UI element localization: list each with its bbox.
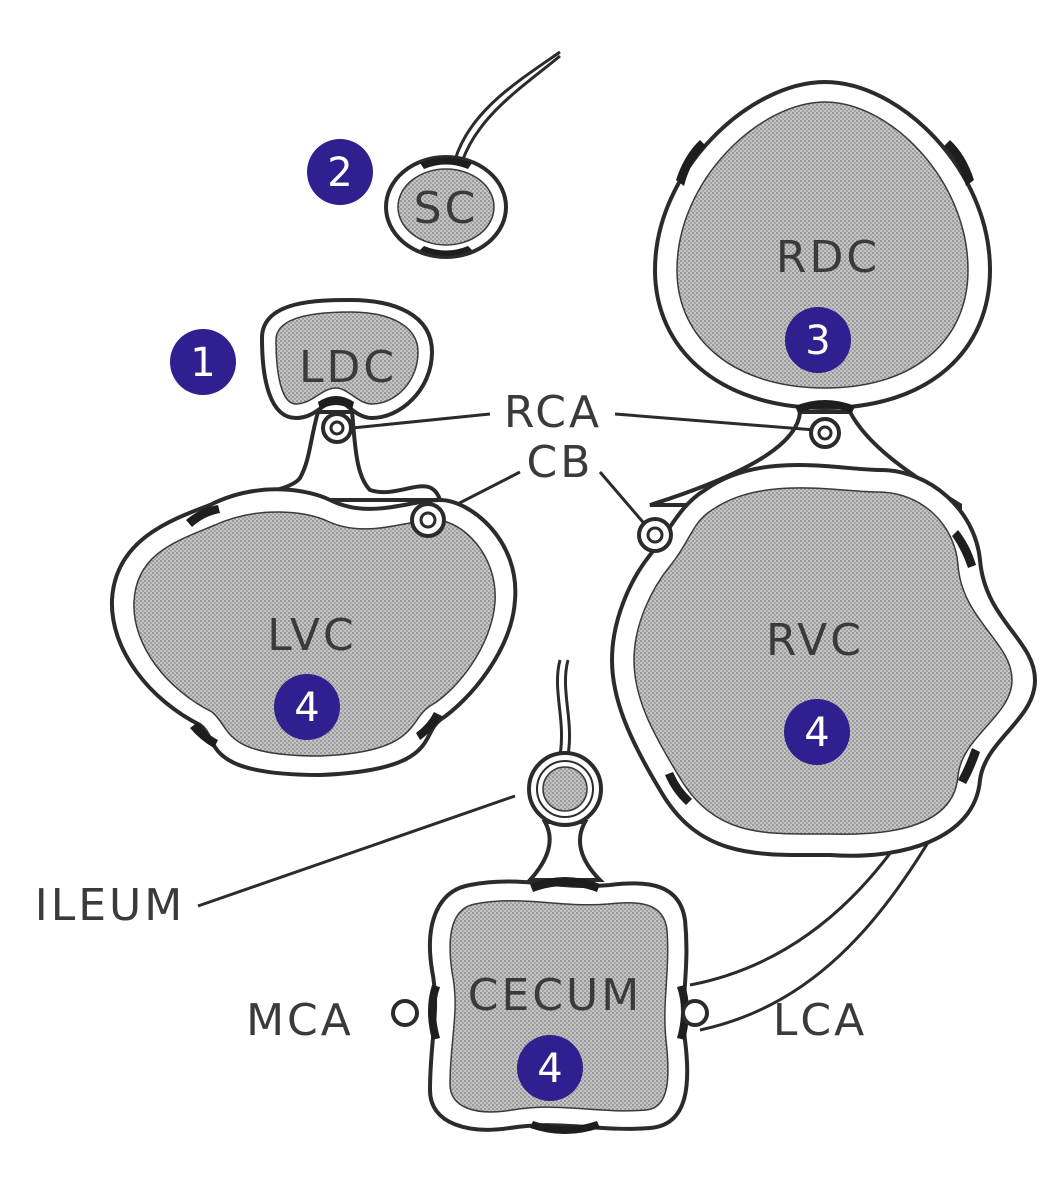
cecum-lumen [449,900,669,1113]
ileum-label: ILEUM [35,880,185,931]
cecum-taenia-left [428,985,440,1040]
rdc-label: RDC [776,232,880,283]
cecum-label: CECUM [468,970,642,1021]
sc-taenia-bottom [420,246,472,256]
cb-leader-right [598,471,650,529]
ldc-label: LDC [299,342,397,393]
sc-badge: 2 [307,139,373,205]
svg-text:4: 4 [537,1046,562,1092]
cb-vessel-right [637,517,673,553]
lvc-lumen [133,511,496,757]
rdc-taenia-bottom [795,400,855,413]
rvc-section: RVC [609,463,1038,858]
ileum-tail-2 [564,659,572,756]
mca-label: MCA [246,995,354,1046]
rvc-label: RVC [766,615,864,666]
rdc-section: RDC [652,79,993,413]
lvc-taenia-3 [416,712,442,740]
ileum-tail [556,659,564,756]
lvc-taenia-1 [186,505,220,527]
lvc-taenia-2 [190,722,218,748]
rvc-taenia-3 [958,748,980,784]
ileum-section [527,751,603,827]
cecum-taenia-bottom [530,1121,600,1134]
ldc-taenia [318,396,354,410]
svg-text:4: 4 [294,685,319,731]
sc-taenia-top [420,157,472,169]
rca-leader-left [351,412,491,430]
rvc-taenia-2 [665,772,692,805]
ldc-lumen [275,311,419,405]
cb-vessel-left [410,502,446,538]
rca-vessel-left [321,412,353,444]
lvc-badge: 4 [274,674,340,740]
lvc-label: LVC [267,610,357,661]
ldc-lvc-mesentery [229,410,443,502]
ileum-lumen [542,766,588,812]
cb-label: CB [527,437,594,488]
cecum-badge: 4 [517,1035,583,1101]
rdc-taenia-right [944,140,974,186]
rca-vessel-right [809,417,841,449]
rca-leader-right [614,412,816,432]
sc-label: SC [414,183,479,234]
rvc-taenia-1 [952,530,976,568]
ileum-cecum-stalk [525,820,605,882]
ileum-leader [197,794,516,908]
rdc-badge: 3 [785,307,851,373]
sc-mesentery-line [453,50,561,161]
ldc-section: LDC [259,297,435,421]
rdc-lumen [676,101,969,389]
svg-text:3: 3 [805,318,830,364]
sc-mesentery-line-2 [460,54,561,163]
rdc-taenia-left [676,140,706,186]
cecum-section: CECUM [427,877,690,1134]
lca-label: LCA [773,995,867,1046]
sc-lumen [397,168,495,246]
rvc-lumen [633,487,1013,835]
rca-label: RCA [504,387,602,438]
sc-section: SC [384,155,508,259]
rvc-badge: 4 [784,699,850,765]
lca-vessel [681,999,709,1027]
svg-text:2: 2 [327,150,352,196]
mca-vessel [391,999,419,1027]
lvc-section: LVC [109,487,518,778]
svg-text:1: 1 [190,340,215,386]
svg-text:4: 4 [804,710,829,756]
ldc-badge: 1 [170,329,236,395]
cecum-taenia-top [530,877,600,892]
